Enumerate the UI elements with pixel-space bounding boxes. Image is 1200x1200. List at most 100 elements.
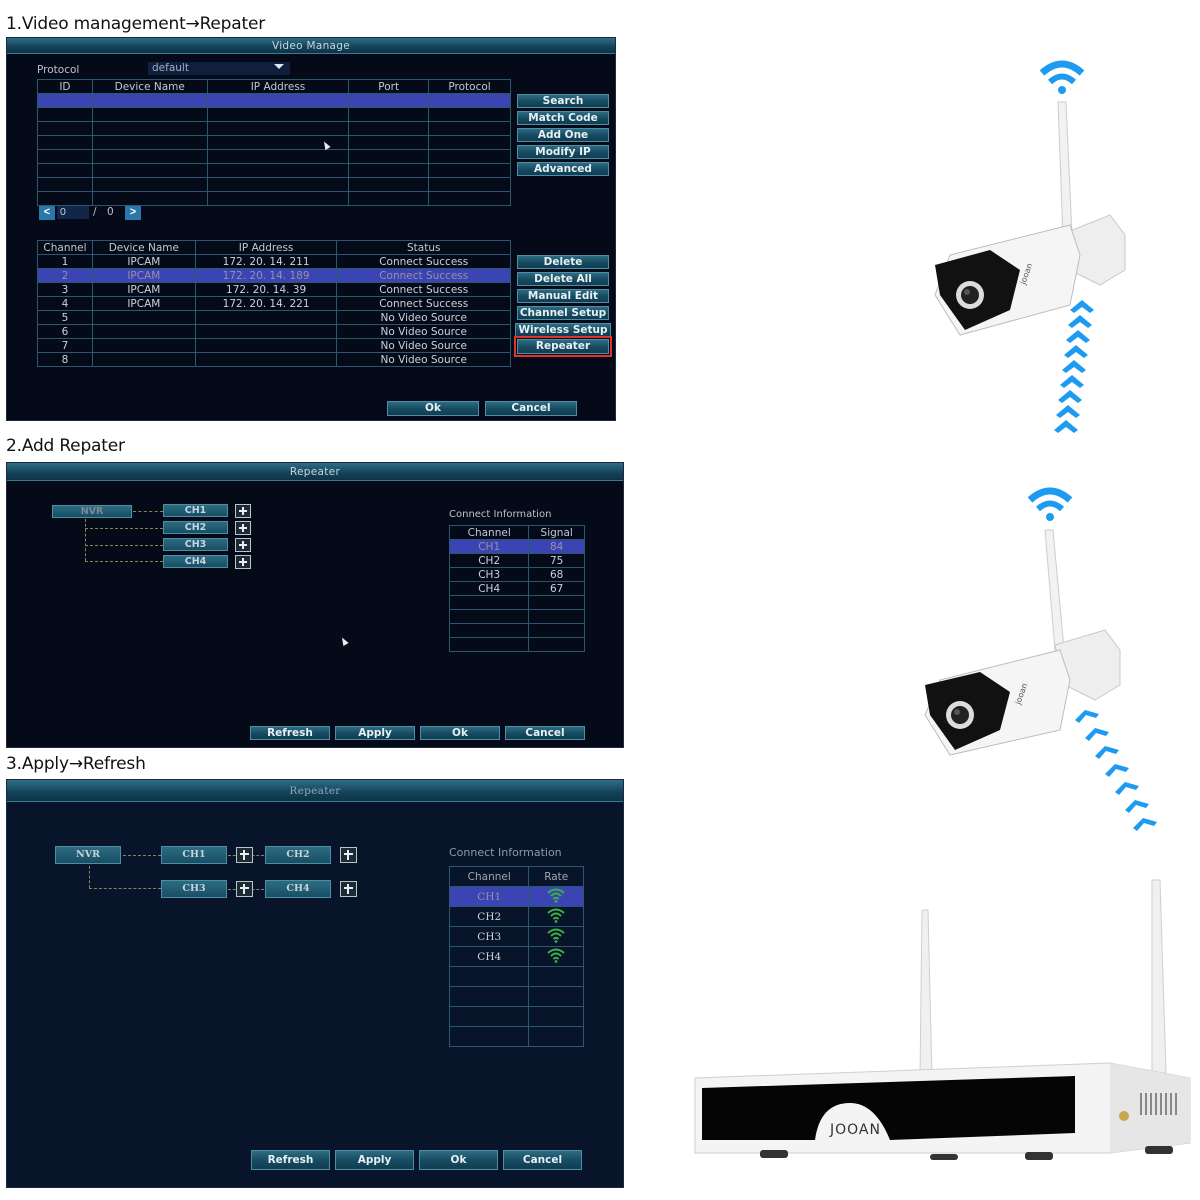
add-repeater-icon[interactable] <box>340 847 357 863</box>
prev-page-button[interactable]: < <box>39 206 55 220</box>
wifi-signal-icon <box>1027 487 1073 521</box>
channel-node-ch1[interactable]: CH1 <box>163 504 228 517</box>
column-header-channel[interactable]: Channel <box>448 525 530 540</box>
channel-node-ch3[interactable]: CH3 <box>161 880 227 898</box>
table-row[interactable]: CH3 <box>448 926 584 947</box>
wifi-signal-icon <box>528 906 584 927</box>
add-repeater-icon[interactable] <box>235 521 251 535</box>
wifi-signal-icon <box>1039 60 1085 94</box>
table-row[interactable] <box>448 609 585 624</box>
column-header-ip-address[interactable]: IP Address <box>194 240 338 255</box>
refresh-button[interactable]: Refresh <box>250 726 330 740</box>
table-row[interactable]: 4 IPCAM 172. 20. 14. 221 Connect Success <box>37 296 511 311</box>
refresh-button[interactable]: Refresh <box>251 1150 330 1170</box>
protocol-dropdown[interactable]: default <box>148 62 290 75</box>
column-header-port[interactable]: Port <box>348 79 430 94</box>
add-repeater-icon[interactable] <box>340 881 357 897</box>
page-separator: / <box>93 206 97 218</box>
table-row[interactable]: 6 No Video Source <box>37 324 511 339</box>
nvr-node[interactable]: NVR <box>52 505 132 518</box>
table-row[interactable] <box>448 1026 584 1047</box>
table-row[interactable]: 8 No Video Source <box>37 352 511 367</box>
table-row[interactable] <box>37 149 511 164</box>
table-row[interactable] <box>448 623 585 638</box>
match-code-button[interactable]: Match Code <box>517 111 609 125</box>
cell-channel: 3 <box>37 282 93 297</box>
table-row[interactable]: 7 No Video Source <box>37 338 511 353</box>
table-row[interactable] <box>448 986 584 1007</box>
table-row[interactable]: 2 IPCAM 172. 20. 14. 189 Connect Success <box>37 268 511 283</box>
add-repeater-icon[interactable] <box>235 555 251 569</box>
repeater-button[interactable]: Repeater <box>514 336 612 357</box>
column-header-device-name[interactable]: Device Name <box>91 79 208 94</box>
table-row[interactable]: 5 No Video Source <box>37 310 511 325</box>
column-header-channel[interactable]: Channel <box>37 240 93 255</box>
cancel-button[interactable]: Cancel <box>485 401 577 416</box>
column-header-ip-address[interactable]: IP Address <box>206 79 350 94</box>
table-row[interactable]: CH4 <box>448 946 584 967</box>
cell-device-name <box>91 338 196 353</box>
table-row[interactable] <box>448 595 585 610</box>
next-page-button[interactable]: > <box>125 206 141 220</box>
modify-ip-button[interactable]: Modify IP <box>517 145 609 159</box>
table-row[interactable]: CH2 <box>448 906 584 927</box>
column-header-id[interactable]: ID <box>37 79 93 94</box>
cell-ip-address: 172. 20. 14. 211 <box>194 254 338 269</box>
table-row[interactable] <box>448 637 585 652</box>
add-repeater-icon[interactable] <box>235 504 251 518</box>
ok-button[interactable]: Ok <box>387 401 479 416</box>
ok-button[interactable]: Ok <box>419 1150 498 1170</box>
add-repeater-icon[interactable] <box>236 881 253 897</box>
column-header-channel[interactable]: Channel <box>448 866 530 887</box>
link-line <box>85 561 163 562</box>
delete-all-button[interactable]: Delete All <box>517 272 609 286</box>
table-row[interactable] <box>37 135 511 150</box>
channel-node-ch1[interactable]: CH1 <box>161 846 227 864</box>
table-row[interactable] <box>448 966 584 987</box>
page-input[interactable]: 0 <box>57 206 89 219</box>
table-row[interactable] <box>37 163 511 178</box>
advanced-button[interactable]: Advanced <box>517 162 609 176</box>
cancel-button[interactable]: Cancel <box>505 726 585 740</box>
table-row[interactable]: CH1 <box>448 886 584 907</box>
column-header-rate[interactable]: Rate <box>528 866 584 887</box>
table-row[interactable] <box>37 107 511 122</box>
add-repeater-icon[interactable] <box>235 538 251 552</box>
column-header-device-name[interactable]: Device Name <box>91 240 196 255</box>
ok-button[interactable]: Ok <box>420 726 500 740</box>
column-header-status[interactable]: Status <box>336 240 511 255</box>
channel-setup-button[interactable]: Channel Setup <box>517 306 609 320</box>
table-row[interactable]: 1 IPCAM 172. 20. 14. 211 Connect Success <box>37 254 511 269</box>
table-row[interactable] <box>37 121 511 136</box>
add-repeater-icon[interactable] <box>236 847 253 863</box>
manual-edit-button[interactable]: Manual Edit <box>517 289 609 303</box>
nvr-node[interactable]: NVR <box>55 846 121 864</box>
cell-status: No Video Source <box>336 338 511 353</box>
table-row[interactable]: 3 IPCAM 172. 20. 14. 39 Connect Success <box>37 282 511 297</box>
cancel-button[interactable]: Cancel <box>503 1150 582 1170</box>
cell-ip-address <box>194 338 338 353</box>
channel-node-ch4[interactable]: CH4 <box>265 880 331 898</box>
table-row[interactable] <box>37 177 511 192</box>
channel-node-ch2[interactable]: CH2 <box>163 521 228 534</box>
wireless-setup-button[interactable]: Wireless Setup <box>515 323 611 337</box>
apply-button[interactable]: Apply <box>335 1150 414 1170</box>
column-header-signal[interactable]: Signal <box>528 525 585 540</box>
delete-button[interactable]: Delete <box>517 255 609 269</box>
channel-node-ch2[interactable]: CH2 <box>265 846 331 864</box>
apply-button[interactable]: Apply <box>335 726 415 740</box>
table-row[interactable] <box>37 191 511 206</box>
column-header-protocol[interactable]: Protocol <box>428 79 511 94</box>
search-button[interactable]: Search <box>517 94 609 108</box>
channel-node-ch3[interactable]: CH3 <box>163 538 228 551</box>
add-one-button[interactable]: Add One <box>517 128 609 142</box>
table-row[interactable] <box>448 1006 584 1027</box>
repeater-applied-panel: Repeater NVR CH1 CH2 CH3 CH4 Connect Inf… <box>6 779 624 1188</box>
table-row[interactable] <box>37 93 511 108</box>
channel-node-ch4[interactable]: CH4 <box>163 555 228 568</box>
